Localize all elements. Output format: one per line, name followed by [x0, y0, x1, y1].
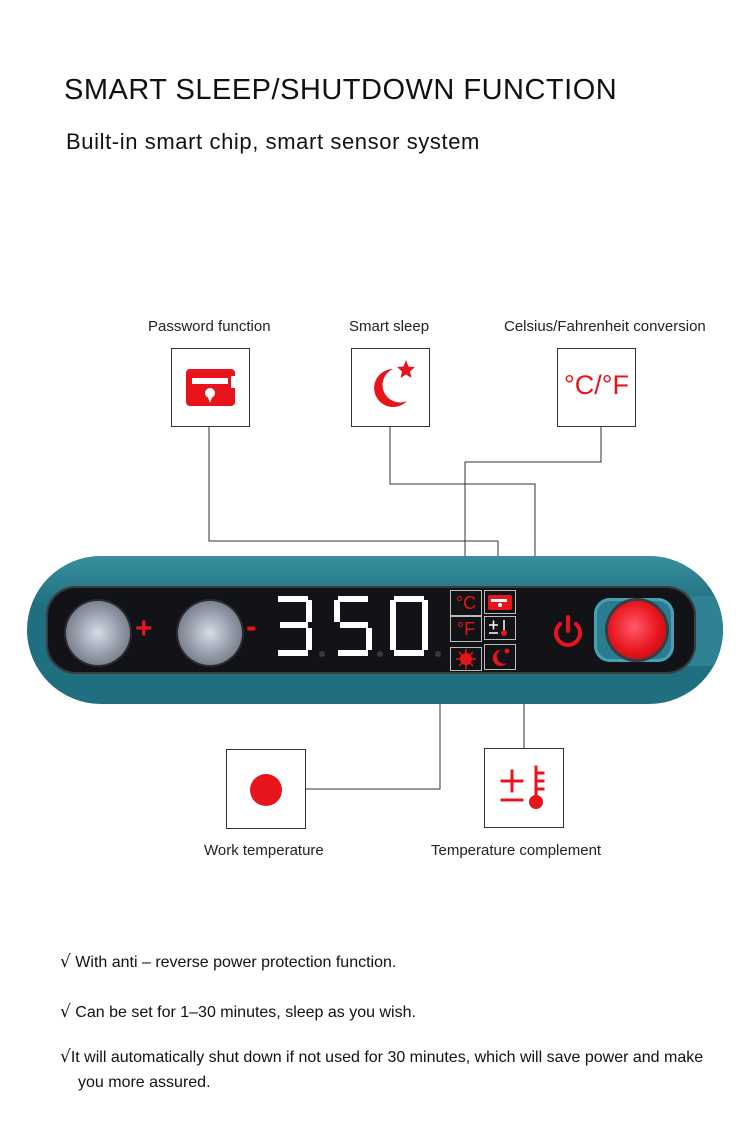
work-temperature-box	[226, 749, 306, 829]
moon-star-icon	[374, 360, 415, 407]
temperature-display	[266, 590, 446, 662]
password-indicator	[484, 590, 516, 614]
smart-sleep-box	[351, 348, 430, 427]
note-text: With anti – reverse power protection fun…	[75, 954, 397, 971]
power-button[interactable]	[608, 601, 666, 659]
temperature-complement-box	[484, 748, 564, 828]
heat-indicator	[450, 647, 482, 671]
heat-burst-icon	[456, 649, 476, 669]
page-subtitle: Built-in smart chip, smart sensor system	[66, 129, 480, 154]
note-item-3: √It will automatically shut down if not …	[60, 1045, 718, 1095]
password-function-box	[171, 348, 250, 427]
sleep-indicator	[484, 644, 516, 670]
plus-label: +	[135, 612, 153, 645]
celsius-fahrenheit-symbol: °C/°F	[563, 370, 630, 400]
note-text: Can be set for 1–30 minutes, sleep as yo…	[75, 1004, 416, 1021]
label-work-temperature: Work temperature	[204, 842, 324, 859]
check-mark-icon: √	[60, 1002, 71, 1022]
power-icon	[548, 611, 588, 651]
red-dot-icon	[250, 774, 282, 806]
minus-button[interactable]	[178, 601, 242, 665]
temperature-complement-indicator	[484, 616, 516, 640]
plus-minus-thermometer-icon	[500, 765, 545, 809]
note-text: It will automatically shut down if not u…	[70, 1049, 704, 1091]
check-mark-icon: √	[60, 1047, 71, 1067]
password-small-icon	[488, 595, 512, 610]
note-item-1: √ With anti – reverse power protection f…	[60, 950, 710, 975]
plus-minus-small-icon	[489, 620, 507, 636]
minus-label: -	[246, 608, 257, 644]
note-item-2: √ Can be set for 1–30 minutes, sleep as …	[60, 1000, 710, 1025]
password-icon	[186, 369, 235, 406]
label-temperature-complement: Temperature complement	[431, 842, 602, 859]
label-smart-sleep: Smart sleep	[349, 318, 430, 335]
fahrenheit-indicator: °F	[450, 616, 482, 642]
label-celsius-fahrenheit: Celsius/Fahrenheit conversion	[504, 318, 706, 335]
page-title: SMART SLEEP/SHUTDOWN FUNCTION	[64, 74, 618, 106]
celsius-indicator: °C	[450, 590, 482, 616]
label-password-function: Password function	[148, 318, 271, 335]
conversion-box: °C/°F	[557, 348, 636, 427]
plus-button[interactable]	[66, 601, 130, 665]
moon-small-icon	[492, 648, 510, 666]
check-mark-icon: √	[60, 952, 71, 972]
